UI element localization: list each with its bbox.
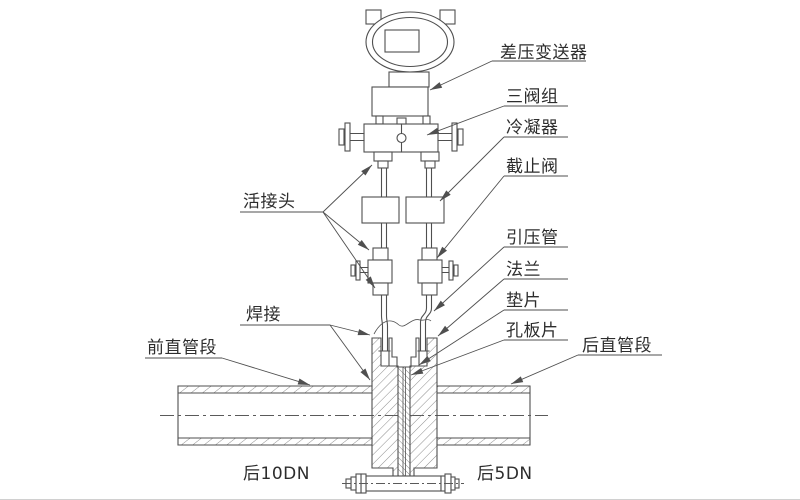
label-right-pipe-length-text: 后5DN [477,464,533,484]
leader-union-1 [322,164,373,213]
impulse-pipe-segments [380,167,433,249]
pipe-wall-hatch [178,386,372,393]
leader-rear-straight [510,354,579,385]
stop-valve-right-body [417,259,443,284]
manifold-stub-left [375,115,384,125]
label-orifice-plate-text: 孔板片 [506,321,559,341]
union-fitting-left [373,151,393,162]
flange-bolt [342,473,464,494]
manifold-stub-right [422,115,431,125]
label-union-text: 活接头 [243,192,296,212]
label-union-joint: 活接头 [240,164,376,289]
label-dp-transmitter-text: 差压变送器 [500,43,588,63]
stop-valve-right-handwheel [448,260,454,281]
leader-weld-1 [329,324,371,336]
pipe-wall-hatch [437,386,530,393]
leader-weld-2 [329,324,371,381]
label-orifice-plate: 孔板片 [410,321,568,376]
union-fitting-right-neck [424,160,436,169]
leader-gasket [418,309,505,366]
stop-valves [350,247,459,296]
label-front-straight-pipe: 前直管段 [145,338,311,386]
union-nut-left-lower [372,282,389,296]
leader-condenser [439,136,505,202]
pipe-wall-hatch [437,438,530,445]
dp-transmitter [365,9,456,117]
label-gasket-text: 垫片 [506,291,541,311]
flange-outline [371,337,438,477]
label-weld: 焊接 [240,305,371,381]
union-nut-right-upper [421,247,438,261]
label-three-valve-manifold: 三阀组 [426,87,568,136]
leader-union-3 [322,211,376,289]
orifice-plate-hatch [398,367,410,476]
label-dp-transmitter: 差压变送器 [429,43,588,91]
label-stop-valve: 截止阀 [436,157,568,259]
equalizing-valve [396,132,407,144]
manifold-handwheel-right-outer [457,128,464,146]
transmitter-display-window [384,29,420,53]
label-left-pipe-length: 后10DN [243,464,310,484]
flange-section-left [372,338,398,468]
leader-stop-valve [436,175,505,259]
stop-valve-left-handwheel [355,260,361,281]
union-fitting-right [420,151,440,162]
impulse-pipe-lower [373,294,433,352]
stop-valve-right-stem [441,266,450,274]
three-valve-manifold [338,115,464,169]
transmitter-neck [388,71,430,88]
leader-front-straight [221,357,311,386]
label-gasket: 垫片 [418,291,568,366]
label-condenser-text: 冷凝器 [506,118,559,138]
orifice-plate-inner-lines [402,367,406,476]
impulse-pipe-upper [380,167,433,249]
label-weld-text: 焊接 [246,305,281,325]
transmitter-housing-inner [371,16,449,68]
equalizing-valve-cap [396,117,407,125]
leader-union-2 [322,211,370,251]
condensers [361,196,445,224]
label-impulse-pipe: 引压管 [433,228,568,312]
label-front-straight-text: 前直管段 [147,338,217,358]
stop-valve-left-stem [360,266,369,274]
manifold-arm-left [349,132,365,142]
manifold-handwheel-left-outer [338,128,345,146]
leader-orifice-plate [410,339,505,376]
orifice-plate [396,366,412,477]
label-flange: 法兰 [437,260,568,337]
transmitter-ear-right [439,9,456,25]
leader-dp-transmitter [429,60,493,91]
stop-valve-left-body [367,259,393,284]
label-condenser: 冷凝器 [439,118,568,202]
condenser-pot-right [405,196,445,224]
leader-flange [437,278,505,337]
union-nut-left-upper [372,247,389,261]
manifold-arm-right [437,132,453,142]
transmitter-ear-left [365,9,382,25]
label-flange-text: 法兰 [506,260,541,280]
pipe-wall-hatch [178,438,372,445]
orifice-plate-lines [396,366,412,477]
label-stop-valve-text: 截止阀 [506,157,559,177]
leader-manifold [426,105,505,136]
main-pipe [160,385,548,446]
union-fitting-left-neck [377,160,389,169]
manifold-handwheel-right [451,122,458,152]
label-rear-straight-pipe: 后直管段 [510,336,662,385]
impulse-pipe-right-lower [417,294,433,352]
label-rear-straight-text: 后直管段 [582,336,652,356]
stop-valve-left-handwheel-outer [350,264,356,277]
label-manifold-text: 三阀组 [506,87,559,107]
condenser-pot-left [361,196,400,224]
manifold-handwheel-left [344,122,351,152]
label-impulse-pipe-text: 引压管 [506,228,559,248]
leader-impulse-pipe [433,246,505,312]
stop-valve-right-handwheel-outer [453,264,459,277]
label-right-pipe-length: 后5DN [477,464,533,484]
label-left-pipe-length-text: 后10DN [243,464,310,484]
weld-break-line [373,319,432,335]
transmitter-sensor-body [371,86,429,117]
union-nut-right-lower [421,282,438,296]
